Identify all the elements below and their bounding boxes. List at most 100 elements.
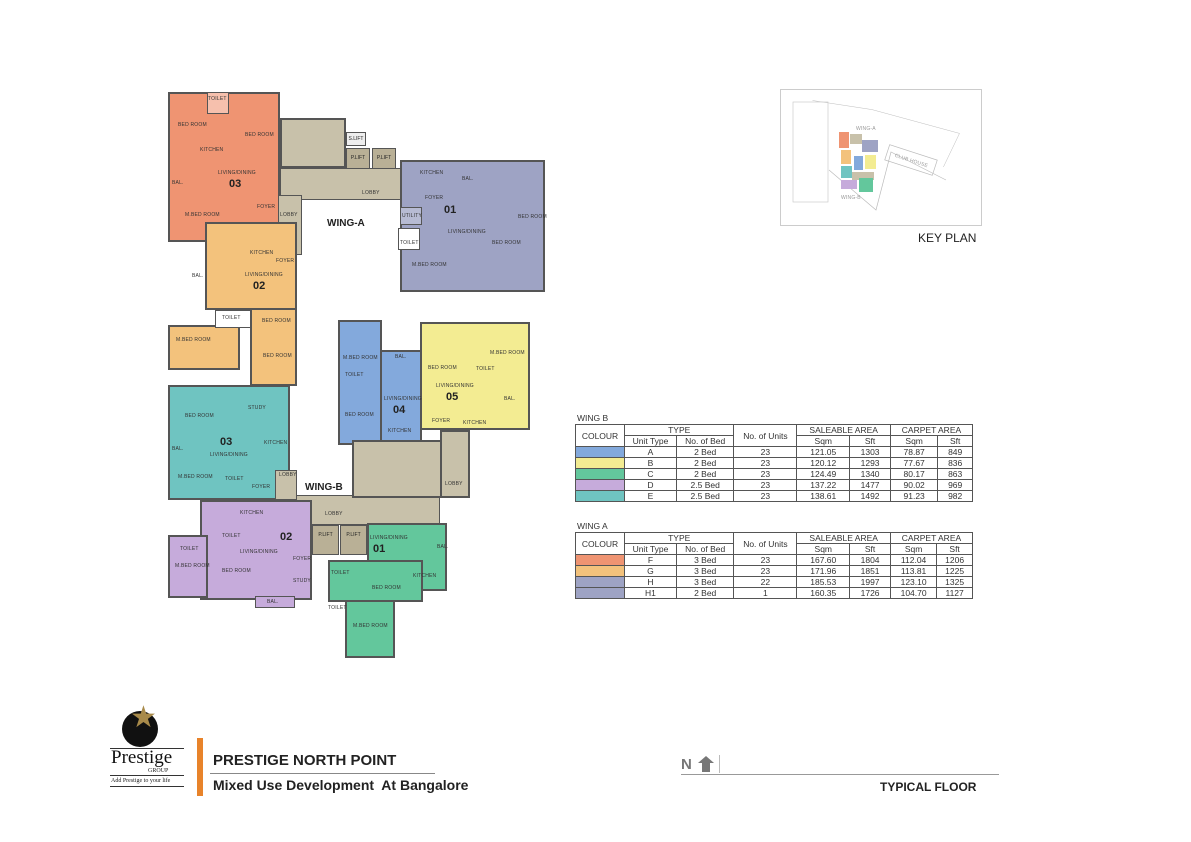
room-label: LOBBY (445, 481, 463, 487)
unit-a02-toilet (215, 310, 251, 328)
cell-sale-sqm: 138.61 (796, 490, 851, 502)
cell-units: 23 (733, 490, 798, 502)
sft-header: Sft (849, 435, 891, 447)
cell-sale-sqm: 160.35 (796, 587, 851, 599)
key-plan-wing-b: WING-B (841, 195, 861, 201)
unit-number: 03 (229, 178, 242, 190)
unit-b01-master (345, 600, 395, 658)
room-label: FOYER (432, 418, 451, 424)
cell-carpet-sft: 1225 (936, 565, 973, 577)
room-label: BED ROOM (518, 214, 547, 220)
logo-group: GROUP (148, 768, 169, 774)
wing-b-label: WING-B (305, 482, 343, 493)
colour-header: COLOUR (575, 532, 625, 555)
room-label: LOBBY (362, 190, 380, 196)
cell-carpet-sft: 836 (937, 457, 973, 469)
cell-carpet-sqm: 112.04 (889, 554, 938, 566)
unit-b02-left (168, 535, 208, 598)
star-emblem-icon: ★ (130, 701, 157, 734)
room-label: BED ROOM (492, 240, 521, 246)
sft-header: Sft (936, 543, 973, 555)
unit-b02-bal (255, 596, 295, 608)
passenger-lift: P.LIFT (340, 525, 367, 555)
wing-b-table-caption: WING B (577, 413, 609, 423)
room-label: KITCHEN (388, 428, 412, 434)
sqm-header: Sqm (796, 435, 851, 447)
room-label: BED ROOM (372, 585, 401, 591)
unit-number: 05 (446, 391, 459, 403)
room-label: LIVING/DINING (448, 229, 486, 235)
cell-sale-sft: 1340 (849, 468, 891, 480)
cell-units: 23 (733, 457, 798, 469)
room-label: BAL. (172, 180, 184, 186)
cell-sale-sft: 1492 (849, 490, 891, 502)
room-label: BAL. (504, 396, 516, 402)
divider (681, 774, 999, 775)
cell-carpet-sft: 1206 (936, 554, 973, 566)
cell-units: 1 (733, 587, 798, 599)
wing-b-stair-core (352, 440, 442, 498)
unit-b03 (168, 385, 290, 500)
room-label: FOYER (252, 484, 271, 490)
room-label: LIVING/DINING (218, 170, 256, 176)
unit-a01-utility (400, 207, 422, 225)
key-plan-site-outline (792, 100, 960, 211)
room-label: M.BED ROOM (412, 262, 447, 268)
room-label: M.BED ROOM (185, 212, 220, 218)
project-subtitle: Mixed Use Development At Bangalore (213, 777, 469, 793)
room-label: BED ROOM (263, 353, 292, 359)
logo-tagline: Add Prestige to your life (111, 778, 171, 784)
colour-swatch (575, 554, 625, 566)
cell-sale-sqm: 124.49 (796, 468, 851, 480)
service-lift: S.LIFT (346, 132, 366, 146)
unit-number: 02 (280, 531, 293, 543)
cell-sale-sqm: 120.12 (796, 457, 851, 469)
cell-carpet-sqm: 104.70 (889, 587, 938, 599)
logo-wordmark: Prestige (111, 747, 173, 768)
room-label: LOBBY (325, 511, 343, 517)
saleable-header: SALEABLE AREA (796, 424, 891, 436)
cell-sale-sft: 1477 (849, 479, 891, 491)
room-label: LIVING/DINING (384, 396, 422, 402)
cell-unit-type: C (624, 468, 677, 480)
carpet-header: CARPET AREA (889, 532, 974, 544)
room-label: BED ROOM (185, 413, 214, 419)
room-label: FOYER (276, 258, 295, 264)
room-label: TOILET (400, 240, 419, 246)
cell-carpet-sft: 982 (937, 490, 973, 502)
room-label: TOILET (208, 96, 227, 102)
sqm-header: Sqm (889, 543, 938, 555)
room-label: BED ROOM (345, 412, 374, 418)
room-label: BED ROOM (222, 568, 251, 574)
room-label: TOILET (345, 372, 364, 378)
type-header: TYPE (623, 424, 735, 436)
cell-beds: 2.5 Bed (675, 479, 735, 491)
room-label: KITCHEN (240, 510, 264, 516)
colour-header: COLOUR (575, 424, 625, 447)
room-label: TOILET (225, 476, 244, 482)
cell-sale-sft: 1726 (849, 587, 891, 599)
north-arrow-icon (698, 756, 714, 763)
cell-carpet-sqm: 80.17 (889, 468, 939, 480)
cell-carpet-sft: 1127 (936, 587, 973, 599)
cell-sale-sft: 1851 (849, 565, 891, 577)
room-label: TOILET (331, 570, 350, 576)
cell-beds: 2 Bed (675, 457, 735, 469)
cell-unit-type: H (624, 576, 677, 588)
room-label: TOILET (180, 546, 199, 552)
room-label: STUDY (248, 405, 266, 411)
room-label: TOILET (222, 315, 241, 321)
room-label: LIVING/DINING (245, 272, 283, 278)
cell-beds: 3 Bed (675, 554, 735, 566)
room-label: STUDY (293, 578, 311, 584)
room-label: FOYER (425, 195, 444, 201)
sqm-header: Sqm (889, 435, 939, 447)
cell-beds: 2 Bed (675, 587, 735, 599)
room-label: BAL. (267, 599, 279, 605)
cell-sale-sqm: 167.60 (796, 554, 851, 566)
cell-carpet-sft: 969 (937, 479, 973, 491)
